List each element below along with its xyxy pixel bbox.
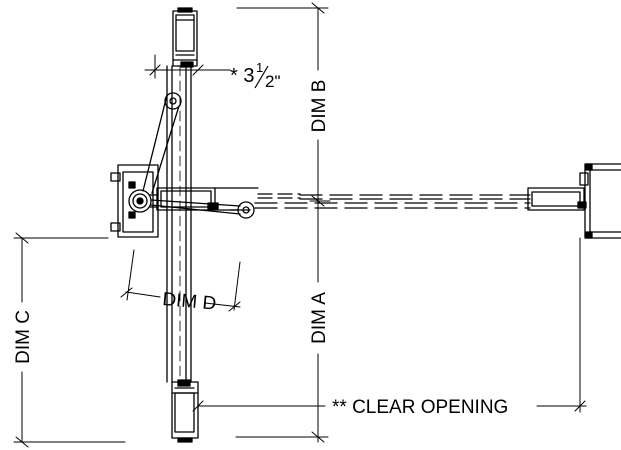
dim-d-label: DIM D <box>162 289 217 315</box>
fraction-slash <box>254 65 269 89</box>
offset-label: * 3 <box>230 65 254 87</box>
right-jamb <box>579 163 621 239</box>
dim-c-label: DIM C <box>13 310 34 364</box>
arm-linkage <box>142 92 255 219</box>
dim-b-label: DIM B <box>309 80 330 133</box>
dimension-lines <box>13 2 587 448</box>
offset-fraction-numerator: 1 <box>256 60 263 75</box>
clear-opening-label: ** CLEAR OPENING <box>332 397 508 418</box>
sliding-door-closed <box>156 187 587 211</box>
bottom-jamb <box>171 379 199 443</box>
offset-fraction-denominator: 2" <box>265 72 281 91</box>
top-jamb <box>172 7 198 68</box>
dim-a-label: DIM A <box>309 292 330 344</box>
operator-housing <box>110 164 159 238</box>
door-panel <box>166 65 192 383</box>
